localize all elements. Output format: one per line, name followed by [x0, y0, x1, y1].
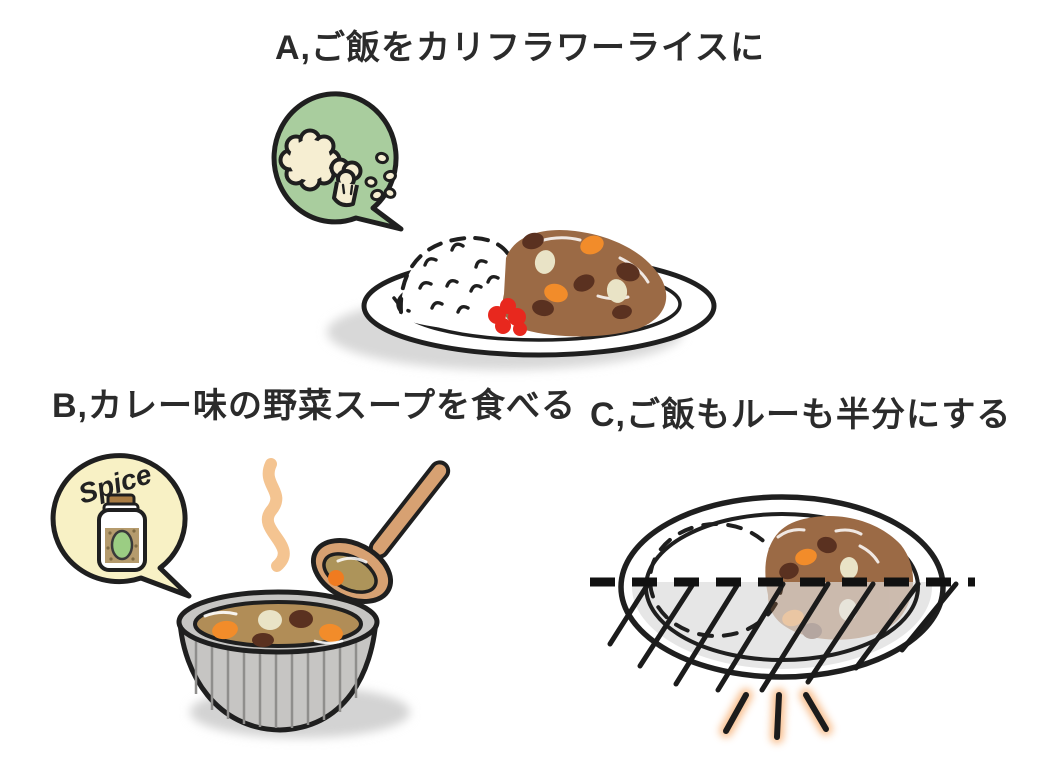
cauliflower-bits: [364, 151, 397, 202]
bowl-stripes: [194, 640, 358, 728]
spice-bottle-icon: [97, 493, 147, 572]
curry-chunks: [522, 232, 640, 320]
rice-grains: [418, 242, 500, 314]
label-speckles: [106, 529, 138, 561]
red-pickles: [488, 298, 527, 336]
half-curry-plate: [590, 494, 975, 693]
cauliflower-icon: [278, 128, 397, 208]
option-b-illustration: Spice: [50, 453, 451, 738]
option-c-illustration: [590, 494, 975, 744]
curry-roux: [502, 229, 667, 337]
cauliflower-bubble: [271, 91, 404, 232]
rice-mound: [392, 235, 513, 330]
steam: [261, 458, 290, 572]
spice-bubble: Spice: [50, 453, 192, 599]
spoon-carrot: [328, 570, 344, 586]
curry-kept-half: [765, 516, 913, 582]
soup-chunks: [203, 610, 344, 647]
hatch-removed-half: [607, 581, 959, 693]
option-c-label: C,ご飯もルーも半分にする: [590, 396, 1012, 434]
curry-rice-plate: [361, 229, 717, 358]
emphasis-strokes: [719, 688, 833, 744]
wooden-spoon: [310, 460, 451, 604]
option-a-label: A,ご飯をカリフラワーライスに: [275, 29, 765, 67]
option-b-label: B,カレー味の野菜スープを食べる: [52, 387, 576, 425]
option-a-illustration: [271, 91, 717, 370]
cauliflower-floret: [329, 157, 363, 208]
spoon-handle: [368, 460, 451, 559]
soup-bowl: [176, 589, 380, 733]
